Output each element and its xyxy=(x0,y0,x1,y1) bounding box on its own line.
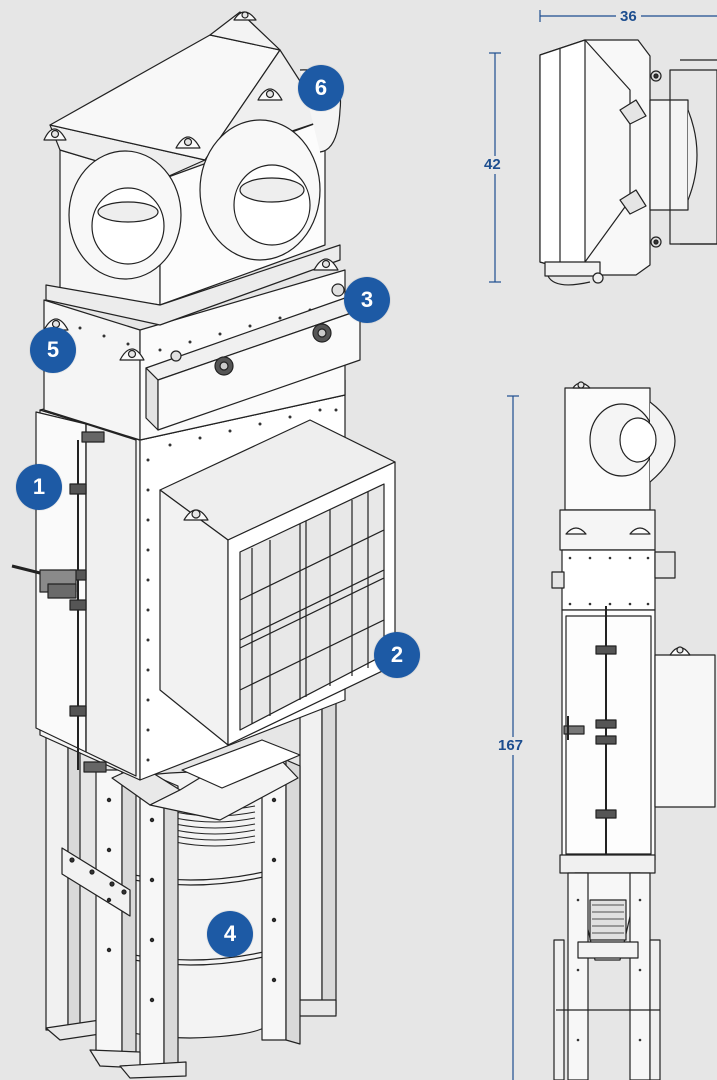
main-isometric-view xyxy=(11,11,396,1079)
top-view xyxy=(539,39,717,286)
side-elevation xyxy=(551,381,716,1080)
inlet-box xyxy=(159,419,396,746)
callout-badge-1: 1 xyxy=(16,464,62,510)
callout-badge-6: 6 xyxy=(298,65,344,111)
dimension-label-top-height: 42 xyxy=(480,156,505,174)
valve-manifold xyxy=(145,283,361,431)
dimension-label-width: 36 xyxy=(616,8,641,26)
callout-badge-3: 3 xyxy=(344,277,390,323)
callout-badge-5: 5 xyxy=(30,327,76,373)
callout-badge-4: 4 xyxy=(207,911,253,957)
fan-housing xyxy=(43,11,342,361)
front-legs xyxy=(61,759,301,1079)
dimension-label-side-height: 167 xyxy=(494,737,528,755)
callout-badge-2: 2 xyxy=(374,632,420,678)
